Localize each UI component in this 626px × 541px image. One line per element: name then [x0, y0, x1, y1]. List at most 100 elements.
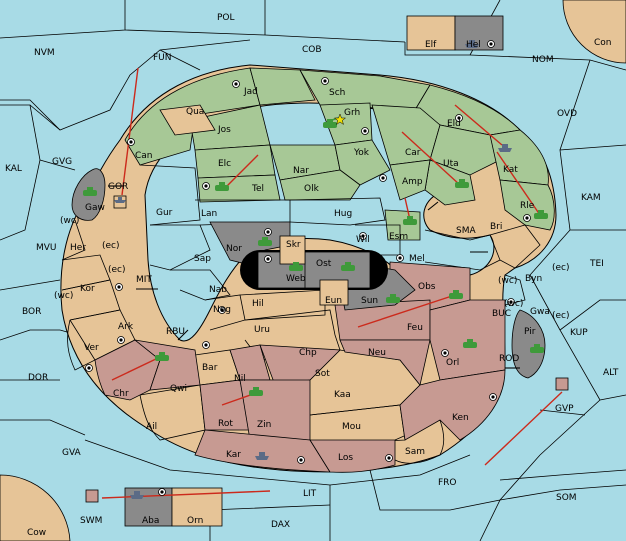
area-labels: POL NVM FUN COB NOM Con OVD KAL GVG KAM …	[5, 13, 619, 538]
label-Jos: Jos	[217, 125, 231, 135]
label-Nar: Nar	[293, 166, 309, 176]
label-MIT: MIT	[136, 275, 152, 285]
label-LIT: LIT	[303, 489, 317, 499]
label-ROD: ROD	[499, 354, 519, 364]
label-Kor: Kor	[80, 284, 95, 294]
area-Elc[interactable]	[194, 144, 276, 179]
label-NVM: NVM	[34, 48, 55, 58]
label-SMA: SMA	[456, 226, 476, 236]
area-Con[interactable]	[562, 0, 626, 64]
label-Can: Can	[135, 151, 153, 161]
label-Web: Web	[286, 274, 306, 284]
label-Eld: Eld	[447, 119, 461, 129]
label-Nog: Nog	[213, 305, 231, 315]
label-COB: COB	[302, 45, 322, 55]
label-Rle: Rle	[520, 201, 535, 211]
area-Yok[interactable]	[334, 139, 391, 186]
label-Obs: Obs	[418, 282, 436, 292]
label-SOM: SOM	[556, 493, 577, 503]
label-KAM: KAM	[581, 193, 601, 203]
label-Ark: Ark	[118, 322, 134, 332]
label-coast-ec-her: (ec)	[102, 241, 120, 251]
label-Orl: Orl	[446, 358, 459, 368]
label-OVD: OVD	[557, 109, 577, 119]
area-Tel[interactable]	[197, 174, 281, 203]
convoy-markers	[108, 185, 520, 369]
label-BOR: BOR	[22, 307, 41, 317]
label-BUC: BUC	[492, 309, 511, 319]
label-Tel: Tel	[251, 184, 264, 194]
label-Grh: Grh	[344, 108, 360, 118]
area-Hel[interactable]	[454, 15, 504, 51]
area-Cow[interactable]	[0, 474, 71, 541]
label-Sam: Sam	[405, 447, 425, 457]
label-Her: Her	[70, 243, 86, 253]
label-Chr: Qwi	[170, 384, 187, 394]
label-POL: POL	[217, 13, 235, 23]
label-Zin: Kar	[226, 450, 241, 460]
area-SWM[interactable]	[85, 489, 99, 503]
label-Gur: Gur	[156, 208, 173, 218]
area-GVP[interactable]	[555, 377, 569, 391]
label-GVP: GVP	[555, 404, 574, 414]
label-Nor: Nor	[226, 244, 242, 254]
army-units	[83, 117, 548, 396]
label-Hug: Hug	[334, 209, 352, 219]
label-Bri: Bri	[490, 222, 502, 232]
area-Jad[interactable]	[249, 67, 316, 106]
label-Eun: Eun	[325, 296, 342, 306]
label-Ken: Chr	[113, 389, 129, 399]
capital-star-icon	[333, 113, 347, 126]
label-Skr: Skr	[286, 240, 301, 250]
label-Amp: Amp	[402, 177, 423, 187]
area-Pir[interactable]	[511, 309, 546, 379]
label-Gaw: Gaw	[85, 203, 105, 213]
label-Qua: Qua	[186, 107, 204, 117]
area-Kar[interactable]	[309, 439, 396, 473]
area-Eld[interactable]	[429, 124, 501, 176]
label-Elc: Elc	[218, 159, 231, 169]
order-arrows	[101, 67, 563, 499]
label-Los: Ken	[452, 413, 469, 423]
label-coast-wc-gwa: (wc)	[504, 299, 523, 309]
label-Mou: Mou	[342, 422, 361, 432]
label-SWM: SWM	[80, 516, 102, 526]
label-NOM: NOM	[532, 55, 554, 65]
label-FRO: FRO	[438, 478, 457, 488]
label-RBU: RBU	[166, 327, 185, 337]
label-DAX: DAX	[271, 520, 290, 530]
label-Gwa: Gwa	[530, 307, 550, 317]
area-Olk[interactable]	[279, 169, 361, 201]
label-Kar: Los	[338, 453, 353, 463]
label-TEI: TEI	[589, 259, 604, 269]
label-Aba: Aba	[142, 516, 159, 526]
area-Neu[interactable]	[339, 339, 431, 386]
label-coast-wc-kor: (wc)	[54, 291, 73, 301]
label-coast-wc-byn: (wc)	[498, 276, 517, 286]
area-Elf[interactable]	[406, 15, 456, 51]
label-Feu: Feu	[407, 323, 423, 333]
fleet-units	[114, 40, 512, 499]
label-Sot: Rot	[218, 419, 233, 429]
label-Lan: Lan	[201, 209, 217, 219]
area-Rot[interactable]	[239, 379, 311, 441]
label-Kat: Kat	[503, 165, 518, 175]
label-Sch: Sch	[329, 88, 345, 98]
label-Sun: Sun	[361, 296, 378, 306]
label-Cow: Cow	[27, 528, 46, 538]
label-coast-ec-byn: (ec)	[552, 263, 570, 273]
area-Skr[interactable]	[279, 235, 306, 265]
label-Chp: Chp	[299, 348, 317, 358]
label-Ail: Ail	[146, 422, 157, 432]
label-FUN: FUN	[153, 53, 172, 63]
label-Yok: Yok	[353, 148, 370, 158]
area-Los[interactable]	[399, 369, 506, 441]
label-GVA: GVA	[62, 448, 82, 458]
label-Uta: Uta	[443, 159, 459, 169]
label-Car: Car	[405, 148, 421, 158]
area-Amp[interactable]	[389, 159, 431, 201]
label-Qwi: Nil	[234, 374, 246, 384]
area-Eun[interactable]	[319, 279, 349, 306]
